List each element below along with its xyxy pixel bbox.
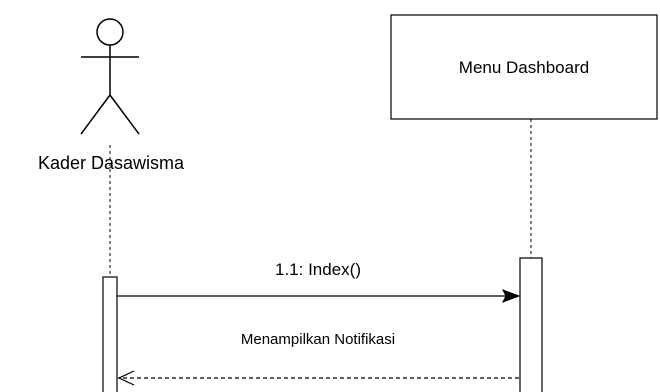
actor-right-leg: [109, 94, 140, 135]
object-activation-bar: [519, 257, 543, 392]
actor-activation-bar: [102, 276, 118, 392]
object-box: [390, 14, 658, 120]
actor-label: Kader Dasawisma: [38, 153, 185, 173]
actor-left-leg: [80, 94, 111, 135]
message-2-arrowhead: [117, 370, 135, 386]
message-1-label: 1.1: Index(): [275, 260, 361, 279]
actor-head: [96, 18, 124, 46]
actor-figure: [80, 18, 140, 135]
message-1-arrowhead: [501, 289, 521, 303]
object-label: Menu Dashboard: [459, 58, 589, 77]
message-2-label: Menampilkan Notifikasi: [241, 331, 395, 348]
